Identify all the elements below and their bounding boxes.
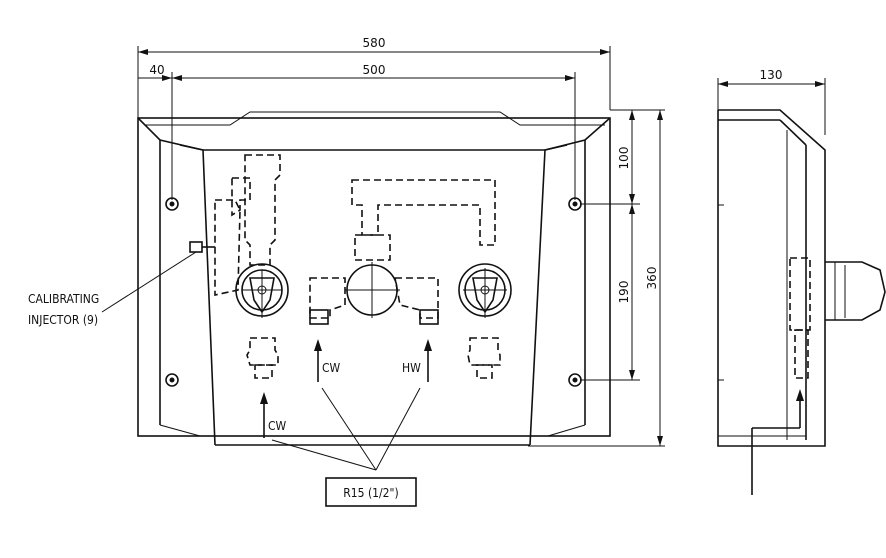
- thread-spec-callout: R15 (1/2"): [271, 387, 421, 507]
- dim-580-label: 580: [363, 36, 386, 50]
- dim-500-label: 500: [363, 63, 386, 77]
- calibrating-label-line1: CALIBRATING: [28, 292, 99, 306]
- dim-130-label: 130: [760, 68, 783, 82]
- dim-vertical: 100 190 360: [528, 109, 665, 447]
- side-view: 130: [717, 68, 886, 495]
- cw-left-label: CW: [268, 419, 287, 433]
- right-valve-assembly: [458, 263, 512, 379]
- front-panel: [137, 111, 611, 446]
- left-valve-assembly: [189, 154, 289, 379]
- dim-190-label: 190: [617, 281, 631, 304]
- thread-spec-label: R15 (1/2"): [343, 486, 398, 500]
- dim-40-label: 40: [149, 63, 164, 77]
- dim-100-label: 100: [617, 147, 631, 170]
- dim-500: 40 500: [138, 63, 576, 200]
- calibrating-label-line2: INJECTOR (9): [28, 313, 98, 327]
- dim-580: 580: [137, 36, 611, 118]
- cw-mid-label: CW: [322, 361, 341, 375]
- central-mixer-assembly: [309, 179, 496, 325]
- hw-mid-label: HW: [402, 361, 421, 375]
- inlet-arrows: CW CW HW: [260, 339, 432, 438]
- calibrating-injector-callout: CALIBRATING INJECTOR (9): [28, 251, 197, 327]
- dim-360-label: 360: [645, 267, 659, 290]
